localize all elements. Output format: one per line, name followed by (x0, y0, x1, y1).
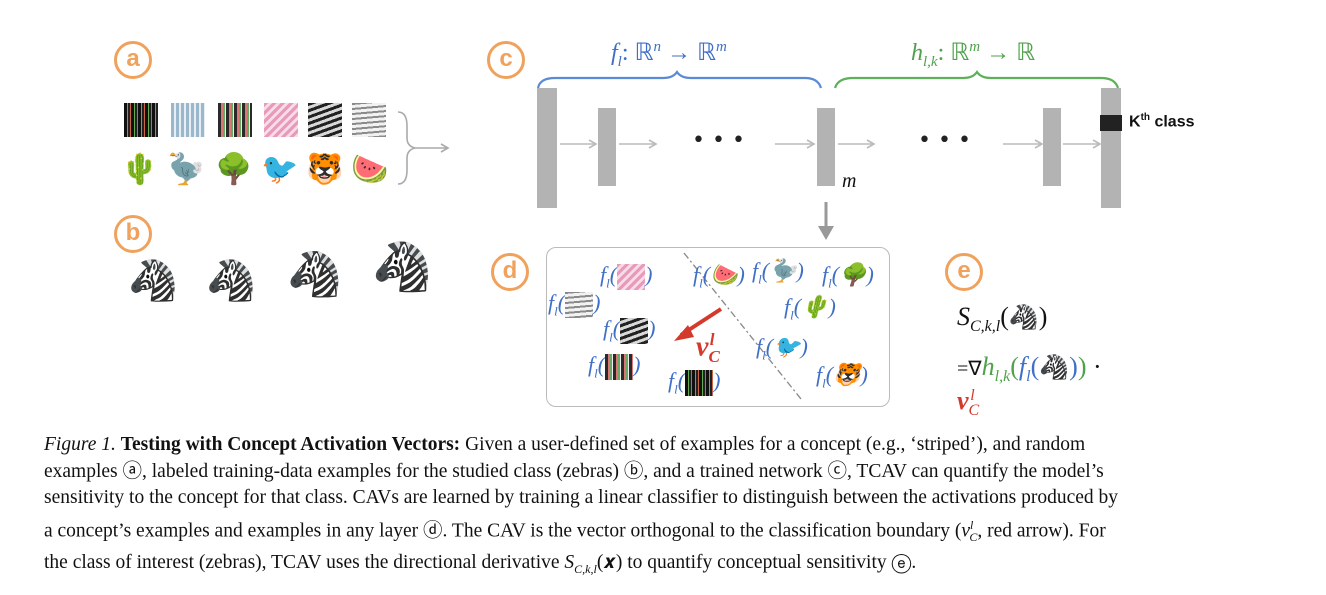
hidden-layer-1 (598, 108, 616, 186)
activation-dark-stripes: fl() (668, 368, 721, 397)
panel-e-badge: e (945, 253, 983, 291)
directional-derivative: =∇hl,k(fl(🦓)) · vCl (957, 352, 1102, 420)
parrot-icon: 🐦 (261, 152, 299, 187)
classification-boundary (674, 252, 802, 400)
zebra-icon-1: 🦓 (128, 258, 178, 304)
panel-c-badge: c (487, 41, 525, 79)
zebra-icon-2: 🦓 (206, 258, 256, 304)
texture-gray-stripes (352, 103, 386, 137)
texture-zebra-stripes (308, 103, 342, 137)
h-mapping-label: hl,k: ℝm → ℝ (911, 39, 1036, 70)
tree-icon: 🌳 (215, 152, 253, 187)
caption-line-1: Figure 1. Testing with Concept Activatio… (44, 434, 1086, 455)
activation-space-box (546, 247, 890, 407)
cactus-icon: 🌵 (121, 152, 159, 187)
activation-colored-stripes: fl() (588, 352, 641, 381)
zebra-icon-3: 🦓 (287, 249, 342, 300)
activation-gray-stripes: fl() (548, 290, 601, 319)
ellipsis-2: • • • (918, 128, 971, 153)
cav-vector-label: vCl (696, 330, 720, 366)
network-braces (536, 70, 1120, 89)
layer-m-label: m (842, 170, 857, 192)
ellipsis-1: • • • (692, 128, 745, 153)
zebra-icon-e2: 🦓 (1039, 355, 1070, 381)
figure-diagram: a 🌵 🦤 🌳 🐦 🐯 🍉 b 🦓 🦓 🦓 🦓 c fl: ℝn → ℝm hl… (114, 39, 1195, 420)
activation-zebra-stripes: fl() (603, 316, 656, 345)
activation-bird-outline: fl(🦤) (752, 258, 804, 287)
caption-line-5: the class of interest (zebras), TCAV use… (44, 552, 917, 577)
down-arrow (818, 202, 834, 240)
activation-watermelon: fl(🍉) (693, 262, 745, 291)
hidden-layer-n (1043, 108, 1061, 186)
tiger-icon: 🐯 (306, 152, 344, 187)
kth-class-unit (1100, 115, 1122, 131)
layer-m (817, 108, 835, 186)
f-mapping-label: fl: ℝn → ℝm (611, 39, 727, 70)
input-layer (537, 88, 557, 208)
activation-tree: fl(🌳) (822, 262, 874, 291)
layer-arrows (560, 139, 1102, 149)
caption-line-3: sensitivity to the concept for that clas… (44, 487, 1119, 508)
watermelon-icon: 🍉 (351, 152, 389, 187)
caption-line-2: examples ⓐ, labeled training-data exampl… (44, 460, 1104, 482)
bird-outline-icon: 🦤 (167, 152, 205, 187)
texture-dark-stripes (124, 103, 158, 137)
panel-d-badge: d (491, 253, 529, 291)
kth-class-label: Kth class (1129, 112, 1195, 131)
texture-blue-stripes (171, 103, 205, 137)
input-brace (397, 111, 450, 185)
activation-cactus: fl(🌵) (784, 294, 836, 323)
zebra-icon-4: 🦓 (372, 239, 432, 295)
activation-parrot: fl(🐦) (756, 334, 808, 363)
texture-pink-stripes (264, 103, 298, 137)
panel-b-badge: b (114, 215, 152, 253)
sensitivity-score: SC,k,l(🦓) (957, 302, 1048, 336)
caption-line-4: a concept’s examples and examples in any… (44, 517, 1106, 544)
figure-caption: Figure 1. Testing with Concept Activatio… (44, 432, 1294, 583)
activation-tiger: fl(🐯) (816, 362, 868, 391)
panel-a-badge: a (114, 41, 152, 79)
activation-pink-stripes: fl() (600, 262, 653, 291)
zebra-icon-e1: 🦓 (1008, 305, 1039, 331)
texture-colored-stripes (218, 103, 252, 137)
